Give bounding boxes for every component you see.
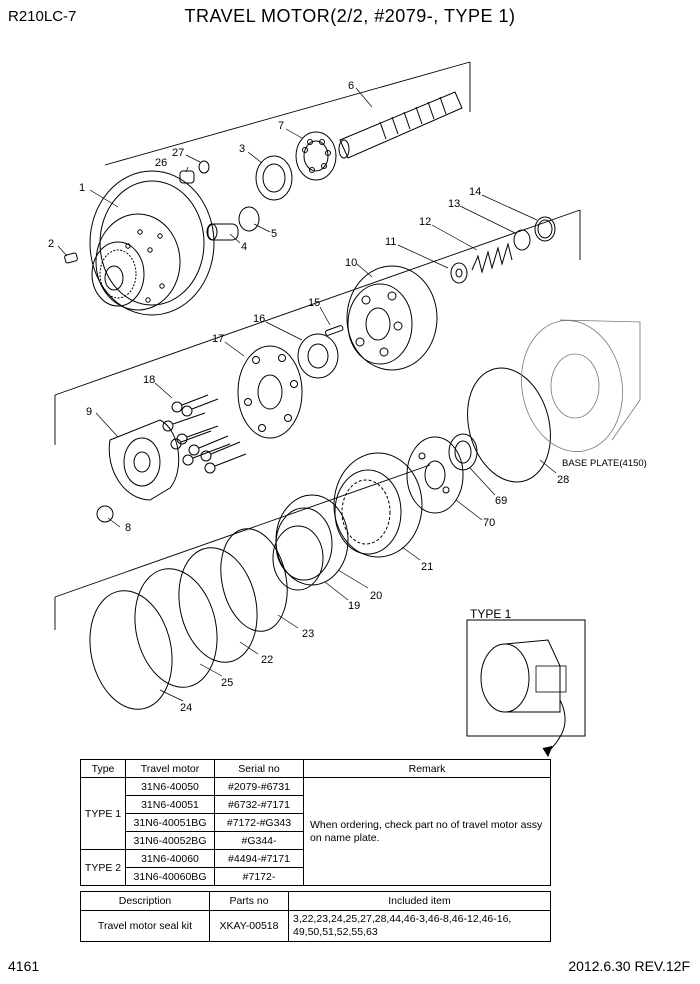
serial-number-table: Type Travel motor Serial no Remark TYPE … [80,759,551,886]
callout-17: 17 [212,333,225,345]
part-28-oring [467,367,551,483]
part-24-oring [89,590,173,710]
base-plate [521,319,641,452]
part-5-ring [238,206,260,232]
header-included-item: Included item [288,891,551,911]
part-23-oring [220,528,288,632]
page-number: 4161 [8,958,40,974]
frame-lines [54,61,581,630]
callout-28: 28 [557,474,570,486]
serial-cell: #G344- [214,831,304,850]
callout-16: 16 [253,313,266,325]
kit-description-cell: Travel motor seal kit [80,910,210,942]
part-21-piston-ring [333,452,423,558]
part-20-ring [275,494,349,586]
part-3-bearing [255,155,293,201]
part-7-bearing [295,131,337,181]
callout-8: 8 [125,522,132,534]
base-plate-label: BASE PLATE(4150) [562,458,647,469]
motor-cell: 31N6-40060 [125,849,215,868]
header-remark: Remark [303,759,551,778]
seal-kit-table: Description Parts no Included item Trave… [80,891,551,942]
leader-lines [57,87,557,702]
header-parts-no: Parts no [209,891,289,911]
header-serial-no: Serial no [214,759,304,778]
callout-19: 19 [348,600,361,612]
type-cell: TYPE 2 [80,849,126,886]
callout-22: 22 [261,654,274,666]
serial-cell: #7172- [214,867,304,886]
part-1-housing [89,170,215,316]
callout-70: 70 [483,517,496,529]
serial-cell: #4494-#7171 [214,849,304,868]
part-22-oring [178,547,258,663]
part-4-sleeve [206,223,239,241]
part-25-oring [134,568,218,688]
part-2-plug [64,252,78,264]
callout-7: 7 [278,120,285,132]
type1-inset-label: TYPE 1 [470,607,512,621]
callout-14: 14 [469,186,482,198]
callout-4: 4 [241,241,248,253]
part-9-swash-plate [108,419,180,501]
kit-included-cell: 3,22,23,24,25,27,28,44,46-3,46-8,46-12,4… [288,910,551,942]
header-type: Type [80,759,126,778]
callout-1: 1 [79,182,86,194]
callout-24: 24 [180,702,193,714]
callout-10: 10 [345,257,358,269]
page-title: TRAVEL MOTOR(2/2, #2079-, TYPE 1) [184,6,516,26]
callout-18: 18 [143,374,156,386]
part-14-ring [534,216,556,242]
part-10-cylinder-block [346,265,438,371]
motor-cell: 31N6-40052BG [125,831,215,850]
part-13-ring [513,229,531,251]
callout-20: 20 [370,590,383,602]
serial-cell: #7172-#G343 [214,813,304,832]
remark-cell: When ordering, check part no of travel m… [303,777,551,886]
part-17-plate [237,345,303,439]
type1-inset [466,619,586,758]
callout-2: 2 [48,238,55,250]
part-26-27 [179,160,210,184]
part-70-plate [406,436,464,514]
callout-13: 13 [448,198,461,210]
motor-cell: 31N6-40051 [125,795,215,814]
part-15-pin [324,325,344,336]
callout-9: 9 [86,406,93,418]
serial-cell: #6732-#7171 [214,795,304,814]
part-12-spring [471,242,513,274]
part-19-ring [272,525,324,591]
part-11-washer [450,262,468,284]
revision-date: 2012.6.30 REV.12F [568,958,690,974]
part-16-collar [297,333,339,379]
callout-23: 23 [302,628,315,640]
callout-5: 5 [271,228,278,240]
motor-cell: 31N6-40060BG [125,867,215,886]
part-8-ball [96,505,114,523]
callout-27: 27 [172,147,185,159]
header-description: Description [80,891,210,911]
motor-cell: 31N6-40051BG [125,813,215,832]
callout-26: 26 [155,157,168,169]
exploded-parts-diagram [54,61,641,758]
type-cell: TYPE 1 [80,777,126,850]
motor-cell: 31N6-40050 [125,777,215,796]
part-69-bearing [448,433,478,471]
callout-6: 6 [348,80,355,92]
callout-3: 3 [239,143,246,155]
model-number: R210LC-7 [8,8,77,25]
callout-25: 25 [221,677,234,689]
header-travel-motor: Travel motor [125,759,215,778]
callout-15: 15 [308,297,321,309]
callout-12: 12 [419,216,432,228]
part-18-pistons [162,394,247,474]
callout-11: 11 [385,236,397,248]
serial-cell: #2079-#6731 [214,777,304,796]
kit-parts-no-cell: XKAY-00518 [209,910,289,942]
callout-21: 21 [421,561,434,573]
part-6-shaft [338,91,463,159]
callout-69: 69 [495,495,508,507]
